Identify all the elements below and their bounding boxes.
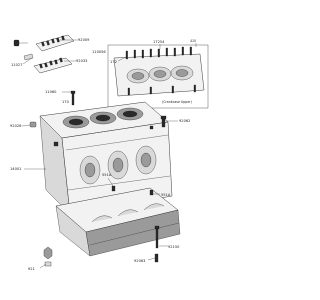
reed-block-parts xyxy=(13,34,75,74)
bolt-92062 xyxy=(160,115,167,128)
label-14001: 14001 xyxy=(10,167,21,171)
label-110056: 110056 xyxy=(92,50,106,54)
label-92063: 92063 xyxy=(134,259,145,263)
label-17254: 17254 xyxy=(153,40,165,44)
plug-921 xyxy=(43,246,53,267)
label-921: 921 xyxy=(28,267,35,271)
plug-92026 xyxy=(29,121,37,128)
label-551a-right: 551A xyxy=(161,193,171,197)
label-170: 170 xyxy=(62,100,70,104)
label-92150: 92150 xyxy=(168,245,180,249)
label-410: 410 xyxy=(190,39,196,43)
label-92009: 92009 xyxy=(78,38,90,42)
inset-caption: (Crankcase Upper) xyxy=(162,100,192,104)
bolt-11060 xyxy=(70,90,76,106)
crankcase-upper-inset xyxy=(107,44,209,109)
label-92033: 92033 xyxy=(76,59,87,63)
label-11027: 11027 xyxy=(11,63,22,67)
dowel-551a xyxy=(111,185,154,196)
label-92026: 92026 xyxy=(10,124,22,128)
label-172: 172 xyxy=(110,60,117,64)
label-551a-upper: 551A xyxy=(102,173,112,177)
bolt-92150 xyxy=(154,225,160,249)
label-92062: 92062 xyxy=(179,119,190,123)
crankcase-parts-diagram: 92009 92033 11027 110056 11060 170 17254… xyxy=(10,34,209,271)
label-11060: 11060 xyxy=(45,90,57,94)
bolt-92063 xyxy=(154,253,159,263)
crankcase-lower xyxy=(55,187,181,257)
